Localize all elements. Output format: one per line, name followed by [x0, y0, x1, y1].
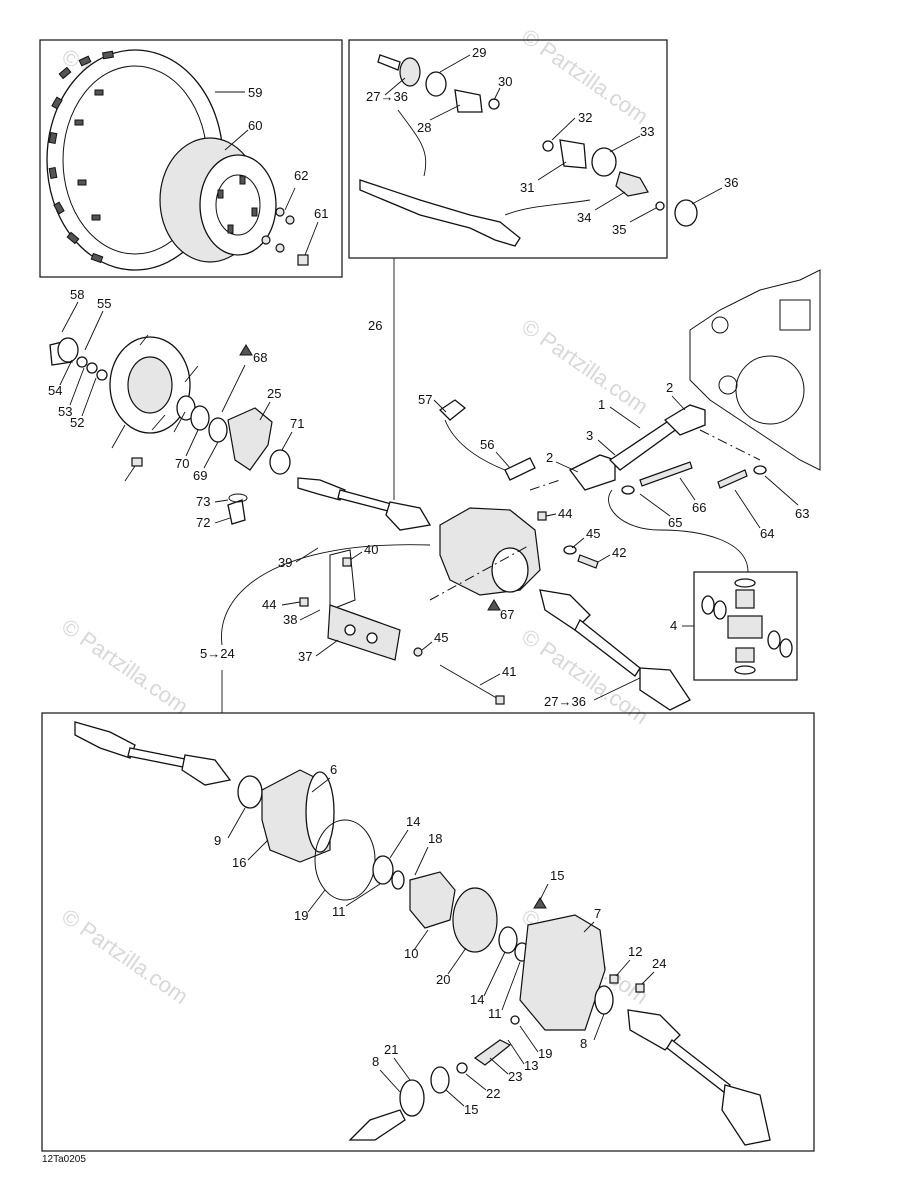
callout-45-top: 45	[586, 526, 600, 541]
callout-36: 35	[612, 222, 626, 237]
callout-31: 30	[498, 74, 512, 89]
callout-40: 39	[278, 555, 292, 570]
engine-illustration	[689, 269, 821, 471]
callout-26: 24	[652, 956, 666, 971]
watermark: © Partzilla.com	[517, 314, 653, 420]
callout-12: 12	[628, 944, 642, 959]
callout-10-right: 8	[580, 1036, 587, 1051]
callout-25: 25	[267, 386, 281, 401]
callout-7: 7	[594, 906, 601, 921]
callout-60: 66	[692, 500, 706, 515]
diff-pinion-illustration	[348, 1015, 520, 1141]
callout-3: 3	[586, 428, 593, 443]
diff-right-shaft-illustration	[627, 1009, 771, 1146]
callout-13: 13	[524, 1058, 538, 1073]
callout-27-36-lower: 27→36	[544, 694, 586, 709]
cv-shaft-parts-illustration	[359, 54, 698, 247]
callout-16: 19	[538, 1046, 552, 1061]
callout-42: 41	[502, 664, 516, 679]
callout-32: 31	[520, 180, 534, 195]
driveshaft-inset-box	[348, 39, 668, 259]
callout-14-top: 14	[406, 814, 420, 829]
callout-5-24: 5→24	[200, 646, 235, 661]
callout-8: 8	[372, 1054, 379, 1069]
callout-64: 70	[175, 456, 189, 471]
callout-2-lower: 2	[546, 450, 553, 465]
callout-51: 57	[418, 392, 432, 407]
callout-53: 59	[248, 85, 262, 100]
callout-63: 69	[193, 468, 207, 483]
callout-1: 1	[598, 397, 605, 412]
callout-20: 18	[428, 831, 442, 846]
callout-9: 10	[404, 946, 418, 961]
callout-28: 27→36	[366, 89, 408, 104]
callout-58: 64	[760, 526, 774, 541]
callout-52: 58	[70, 287, 84, 302]
callout-10-left: 9	[214, 833, 221, 848]
callout-35: 34	[577, 210, 591, 225]
callout-23: 22	[486, 1086, 500, 1101]
callout-11-left: 11	[332, 904, 346, 919]
callout-34: 33	[640, 124, 654, 139]
callout-11-lower: 11	[488, 1006, 502, 1021]
rim-illustration	[159, 137, 277, 263]
u-joint-illustration	[701, 578, 793, 675]
diff-internals-illustration	[372, 855, 645, 1031]
callout-44-top: 44	[558, 506, 572, 521]
callout-65: 71	[290, 416, 304, 431]
callout-61: 67	[500, 607, 514, 622]
callout-33: 32	[578, 110, 592, 125]
left-driveshaft-illustration	[297, 477, 432, 531]
callouts: 59 60 62 61 29 30 27→36 28 32 33 31 34 3…	[48, 45, 809, 1117]
callout-46: 52	[70, 415, 84, 430]
callout-29: 28	[417, 120, 431, 135]
right-driveshaft-illustration	[539, 589, 691, 711]
callout-14-lower: 14	[470, 992, 484, 1007]
callout-38: 37	[298, 649, 312, 664]
diff-left-shaft-illustration	[74, 721, 263, 809]
callout-15: 15	[464, 1102, 478, 1117]
callout-24: 23	[508, 1069, 522, 1084]
callout-62: 68	[253, 350, 267, 365]
callout-19: 19	[294, 908, 308, 923]
callout-2-upper: 2	[666, 380, 673, 395]
callout-39: 38	[283, 612, 297, 627]
differential-housing-illustration	[327, 507, 541, 705]
callout-47: 53	[58, 404, 72, 419]
callout-27-36-upper: 26	[368, 318, 382, 333]
callout-59: 65	[668, 515, 682, 530]
callout-48: 54	[48, 383, 62, 398]
wheel-nuts-illustration	[261, 207, 309, 266]
callout-50: 56	[480, 437, 494, 452]
propeller-shaft-illustration	[429, 404, 767, 601]
callout-44-left: 44	[262, 597, 276, 612]
callout-30: 29	[472, 45, 486, 60]
hub-knuckle-illustration	[49, 336, 291, 525]
callout-18: 16	[232, 855, 246, 870]
figure-code: 12Ta0205	[42, 1154, 86, 1165]
callout-4: 4	[670, 618, 677, 633]
differential-inset-box	[41, 712, 815, 1152]
watermark: © Partzilla.com	[57, 904, 193, 1010]
callout-17: 15	[550, 868, 564, 883]
callout-66: 72	[196, 515, 210, 530]
watermark: © Partzilla.com	[57, 614, 193, 720]
callout-45-lower: 45	[434, 630, 448, 645]
callout-22: 20	[436, 972, 450, 987]
callout-37: 36	[724, 175, 738, 190]
callout-41: 40	[364, 542, 378, 557]
diff-cover-illustration	[261, 769, 376, 901]
callout-55: 61	[314, 206, 328, 221]
callout-67: 73	[196, 494, 210, 509]
callout-49: 55	[97, 296, 111, 311]
callout-56: 62	[294, 168, 308, 183]
wheel-inset-box	[39, 39, 343, 278]
misc-small-parts-illustration	[239, 344, 599, 611]
callout-57: 63	[795, 506, 809, 521]
callout-54: 60	[248, 118, 262, 133]
callout-6: 6	[330, 762, 337, 777]
callout-21: 21	[384, 1042, 398, 1057]
callout-43: 42	[612, 545, 626, 560]
